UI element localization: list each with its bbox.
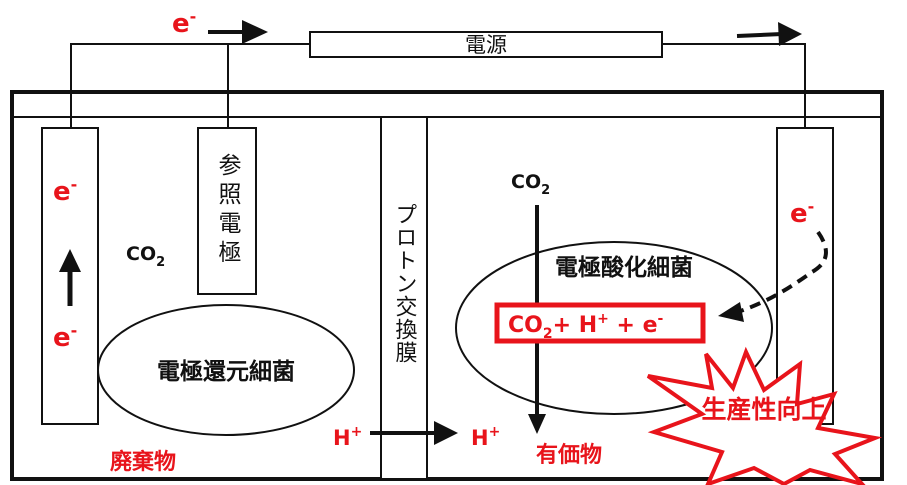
power-source-box [309, 31, 663, 58]
reaction-equation: CO2+ H+ + e- [508, 311, 664, 342]
electron-top-label: e- [172, 7, 196, 39]
proton-right-label: H+ [471, 424, 500, 450]
productivity-improvement-label: 生産性向上 [701, 395, 826, 424]
left-co2-label: CO2 [126, 243, 165, 270]
left-electrode-up-arrowhead [59, 249, 81, 272]
electron-transfer-dashed-arrow [737, 230, 828, 314]
proton-exchange-membrane-label: プロトン交換膜 [392, 203, 418, 364]
right-electrode-electron: e- [790, 197, 814, 229]
electrode-reducing-bacteria [97, 304, 355, 436]
electron-flow-arrowhead-top-left [242, 20, 268, 44]
reference-electrode [197, 127, 257, 295]
wire-left [70, 43, 310, 128]
wire-right [662, 43, 806, 128]
electron-transfer-arrowhead [718, 302, 744, 322]
electrode-reducing-bacteria-label: 電極還元細菌 [157, 358, 295, 385]
electron-flow-arrow-top-right [736, 32, 783, 38]
reaction-box [494, 302, 706, 344]
right-co2-label: CO2 [511, 171, 550, 198]
electrode-oxidizing-bacteria-label: 電極酸化細菌 [555, 254, 693, 281]
productivity-burst [646, 346, 883, 485]
power-source-label: 電源 [465, 33, 507, 57]
proton-exchange-membrane [380, 116, 428, 480]
left-electrode-electron-bottom: e- [53, 321, 77, 353]
proton-left-label: H+ [333, 424, 362, 450]
product-label: 有価物 [536, 442, 602, 468]
proton-transfer-arrowhead [434, 421, 458, 445]
reference-electrode-label: 参照電極 [214, 153, 242, 269]
left-electrode-electron-top: e- [53, 175, 77, 207]
co2-to-product-arrowhead [528, 414, 546, 434]
electron-flow-arrowhead-top-right [778, 22, 802, 46]
waste-label: 廃棄物 [110, 449, 176, 475]
